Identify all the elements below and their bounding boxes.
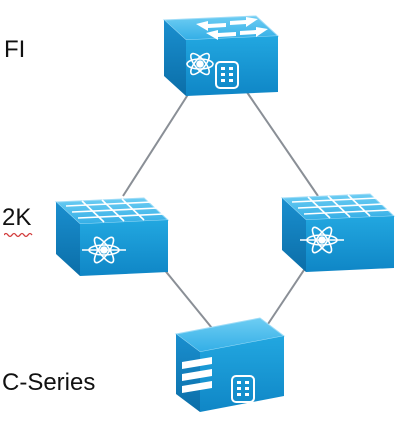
label-fi: FI (4, 36, 26, 63)
fi-spin-emblem (186, 52, 214, 76)
fabric-extender-icon (54, 197, 170, 276)
rack-server-icon (174, 317, 286, 412)
label-2k: 2K (2, 204, 33, 238)
spellcheck-underline (4, 232, 33, 238)
fabric-extender-icon (280, 193, 396, 272)
server-chip-mark (231, 375, 255, 403)
label-c-series: C-Series (2, 369, 96, 396)
label-2k-text: 2K (2, 204, 32, 231)
fabric-interconnect-icon (162, 15, 280, 96)
arrow-marks (196, 17, 268, 40)
link-fi-fex-right (239, 81, 319, 197)
drive-bays (182, 357, 212, 393)
fi-chip-mark (215, 61, 239, 89)
link-fi-fex-left (122, 81, 197, 197)
